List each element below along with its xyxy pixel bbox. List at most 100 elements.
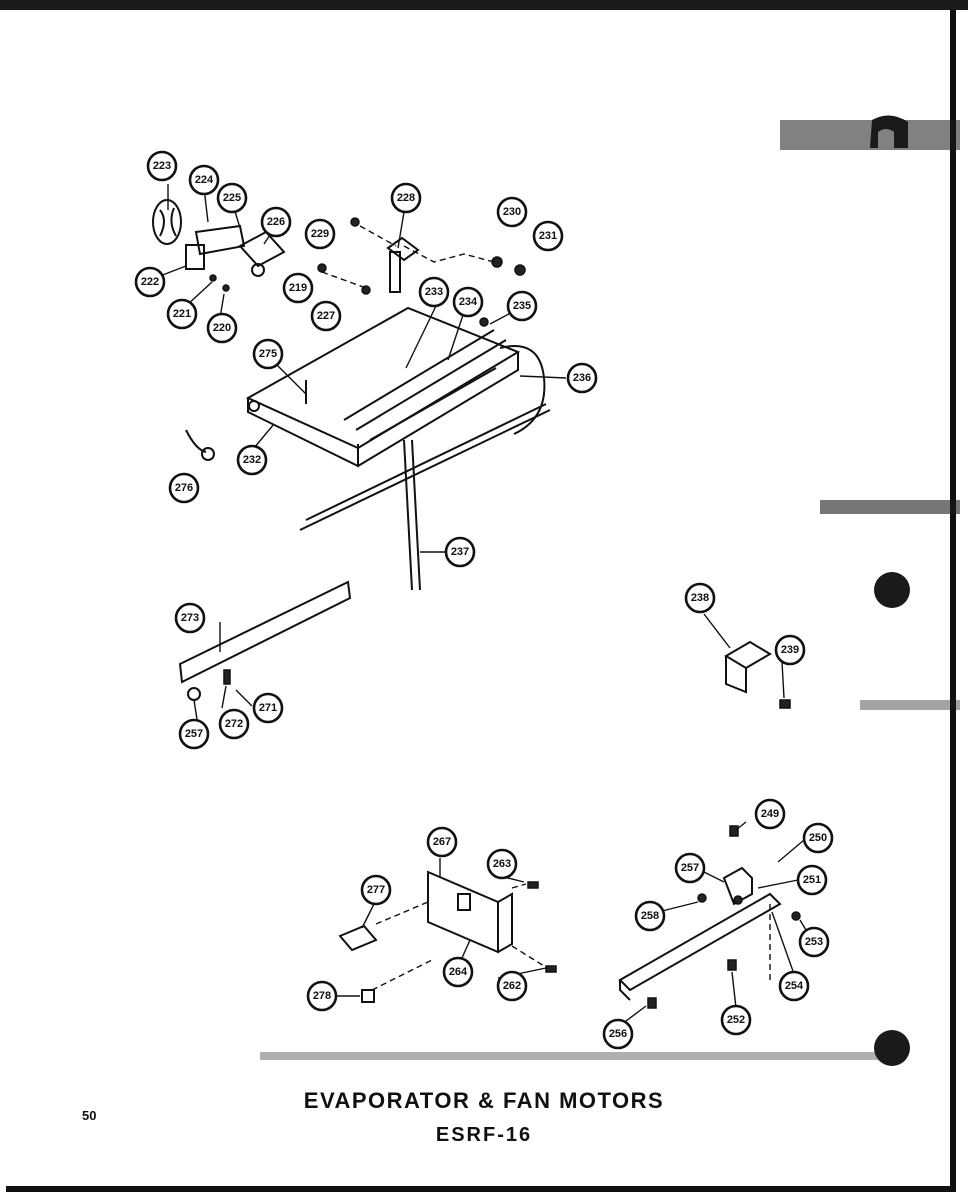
evaporator-coil — [245, 306, 551, 591]
svg-text:257: 257 — [185, 728, 203, 740]
svg-text:231: 231 — [539, 230, 557, 242]
callout-224: 224 — [188, 164, 220, 196]
callout-236: 236 — [566, 362, 598, 394]
callout-221: 221 — [166, 298, 198, 330]
scan-noise — [0, 0, 968, 1066]
callout-258: 258 — [634, 900, 666, 932]
callout-219: 219 — [282, 272, 314, 304]
callout-275: 275 — [252, 338, 284, 370]
callout-227: 227 — [310, 300, 342, 332]
callout-252: 252 — [720, 1004, 752, 1036]
callout-232: 232 — [236, 444, 268, 476]
callout-277: 277 — [360, 874, 392, 906]
svg-text:277: 277 — [367, 884, 385, 896]
svg-text:226: 226 — [267, 216, 285, 228]
callout-249: 249 — [754, 798, 786, 830]
callout-239: 239 — [774, 634, 806, 666]
callout-226: 226 — [260, 206, 292, 238]
mounting-rail-right — [618, 825, 801, 1009]
svg-text:251: 251 — [803, 874, 821, 886]
callout-278: 278 — [306, 980, 338, 1012]
diagram-title: EVAPORATOR & FAN MOTORS — [303, 1088, 665, 1113]
svg-text:272: 272 — [225, 718, 243, 730]
callout-267: 267 — [426, 826, 458, 858]
svg-text:229: 229 — [311, 228, 329, 240]
callout-237: 237 — [444, 536, 476, 568]
callout-235: 235 — [506, 290, 538, 322]
callout-230: 230 — [496, 196, 528, 228]
svg-text:262: 262 — [503, 980, 521, 992]
callout-231: 231 — [532, 220, 564, 252]
callout-234: 234 — [452, 286, 484, 318]
svg-text:263: 263 — [493, 858, 511, 870]
svg-text:237: 237 — [451, 546, 469, 558]
svg-text:258: 258 — [641, 910, 659, 922]
callout-271: 271 — [252, 692, 284, 724]
svg-text:227: 227 — [317, 310, 335, 322]
callout-225: 225 — [216, 182, 248, 214]
leader-lines — [159, 184, 813, 1025]
heater-bracket — [317, 217, 526, 295]
callout-257-left: 257 — [178, 718, 210, 750]
svg-text:225: 225 — [223, 192, 241, 204]
svg-text:252: 252 — [727, 1014, 745, 1026]
callout-254: 254 — [778, 970, 810, 1002]
svg-text:228: 228 — [397, 192, 415, 204]
callout-250: 250 — [802, 822, 834, 854]
callout-262: 262 — [496, 970, 528, 1002]
svg-text:276: 276 — [175, 482, 193, 494]
svg-text:253: 253 — [805, 936, 823, 948]
svg-text:238: 238 — [691, 592, 709, 604]
svg-text:271: 271 — [259, 702, 277, 714]
svg-text:223: 223 — [153, 160, 171, 172]
svg-text:278: 278 — [313, 990, 331, 1002]
fan-motor-bracket — [338, 870, 557, 1003]
svg-text:275: 275 — [259, 348, 277, 360]
svg-text:267: 267 — [433, 836, 451, 848]
svg-text:220: 220 — [213, 322, 231, 334]
callout-220: 220 — [206, 312, 238, 344]
callout-233: 233 — [418, 276, 450, 308]
svg-text:221: 221 — [173, 308, 191, 320]
page-number: 50 — [82, 1108, 97, 1123]
svg-text:264: 264 — [449, 966, 468, 978]
mounting-rail-left — [178, 580, 352, 701]
svg-text:250: 250 — [809, 832, 827, 844]
callout-272: 272 — [218, 708, 250, 740]
callout-222: 222 — [134, 266, 166, 298]
svg-text:235: 235 — [513, 300, 531, 312]
svg-text:273: 273 — [181, 612, 199, 624]
callout-263: 263 — [486, 848, 518, 880]
callout-253: 253 — [798, 926, 830, 958]
svg-text:233: 233 — [425, 286, 443, 298]
callout-256: 256 — [602, 1018, 634, 1050]
callout-238: 238 — [684, 582, 716, 614]
svg-text:230: 230 — [503, 206, 521, 218]
wire-harness — [185, 429, 215, 461]
fan-blade-assembly — [152, 199, 286, 292]
svg-text:249: 249 — [761, 808, 779, 820]
callout-229: 229 — [304, 218, 336, 250]
svg-text:219: 219 — [289, 282, 307, 294]
callout-228: 228 — [390, 182, 422, 214]
svg-text:254: 254 — [785, 980, 804, 992]
svg-text:257: 257 — [681, 862, 699, 874]
svg-text:222: 222 — [141, 276, 159, 288]
svg-text:234: 234 — [459, 296, 478, 308]
svg-text:224: 224 — [195, 174, 214, 186]
small-bracket-238 — [724, 640, 791, 709]
callout-264: 264 — [442, 956, 474, 988]
svg-text:256: 256 — [609, 1028, 627, 1040]
callout-223: 223 — [146, 150, 178, 182]
callout-251: 251 — [796, 864, 828, 896]
svg-text:232: 232 — [243, 454, 261, 466]
model-number: ESRF-16 — [435, 1124, 533, 1146]
svg-text:236: 236 — [573, 372, 591, 384]
callout-273: 273 — [174, 602, 206, 634]
page-frame — [6, 6, 956, 1192]
callout-257-right: 257 — [674, 852, 706, 884]
callout-276: 276 — [168, 472, 200, 504]
svg-text:239: 239 — [781, 644, 799, 656]
